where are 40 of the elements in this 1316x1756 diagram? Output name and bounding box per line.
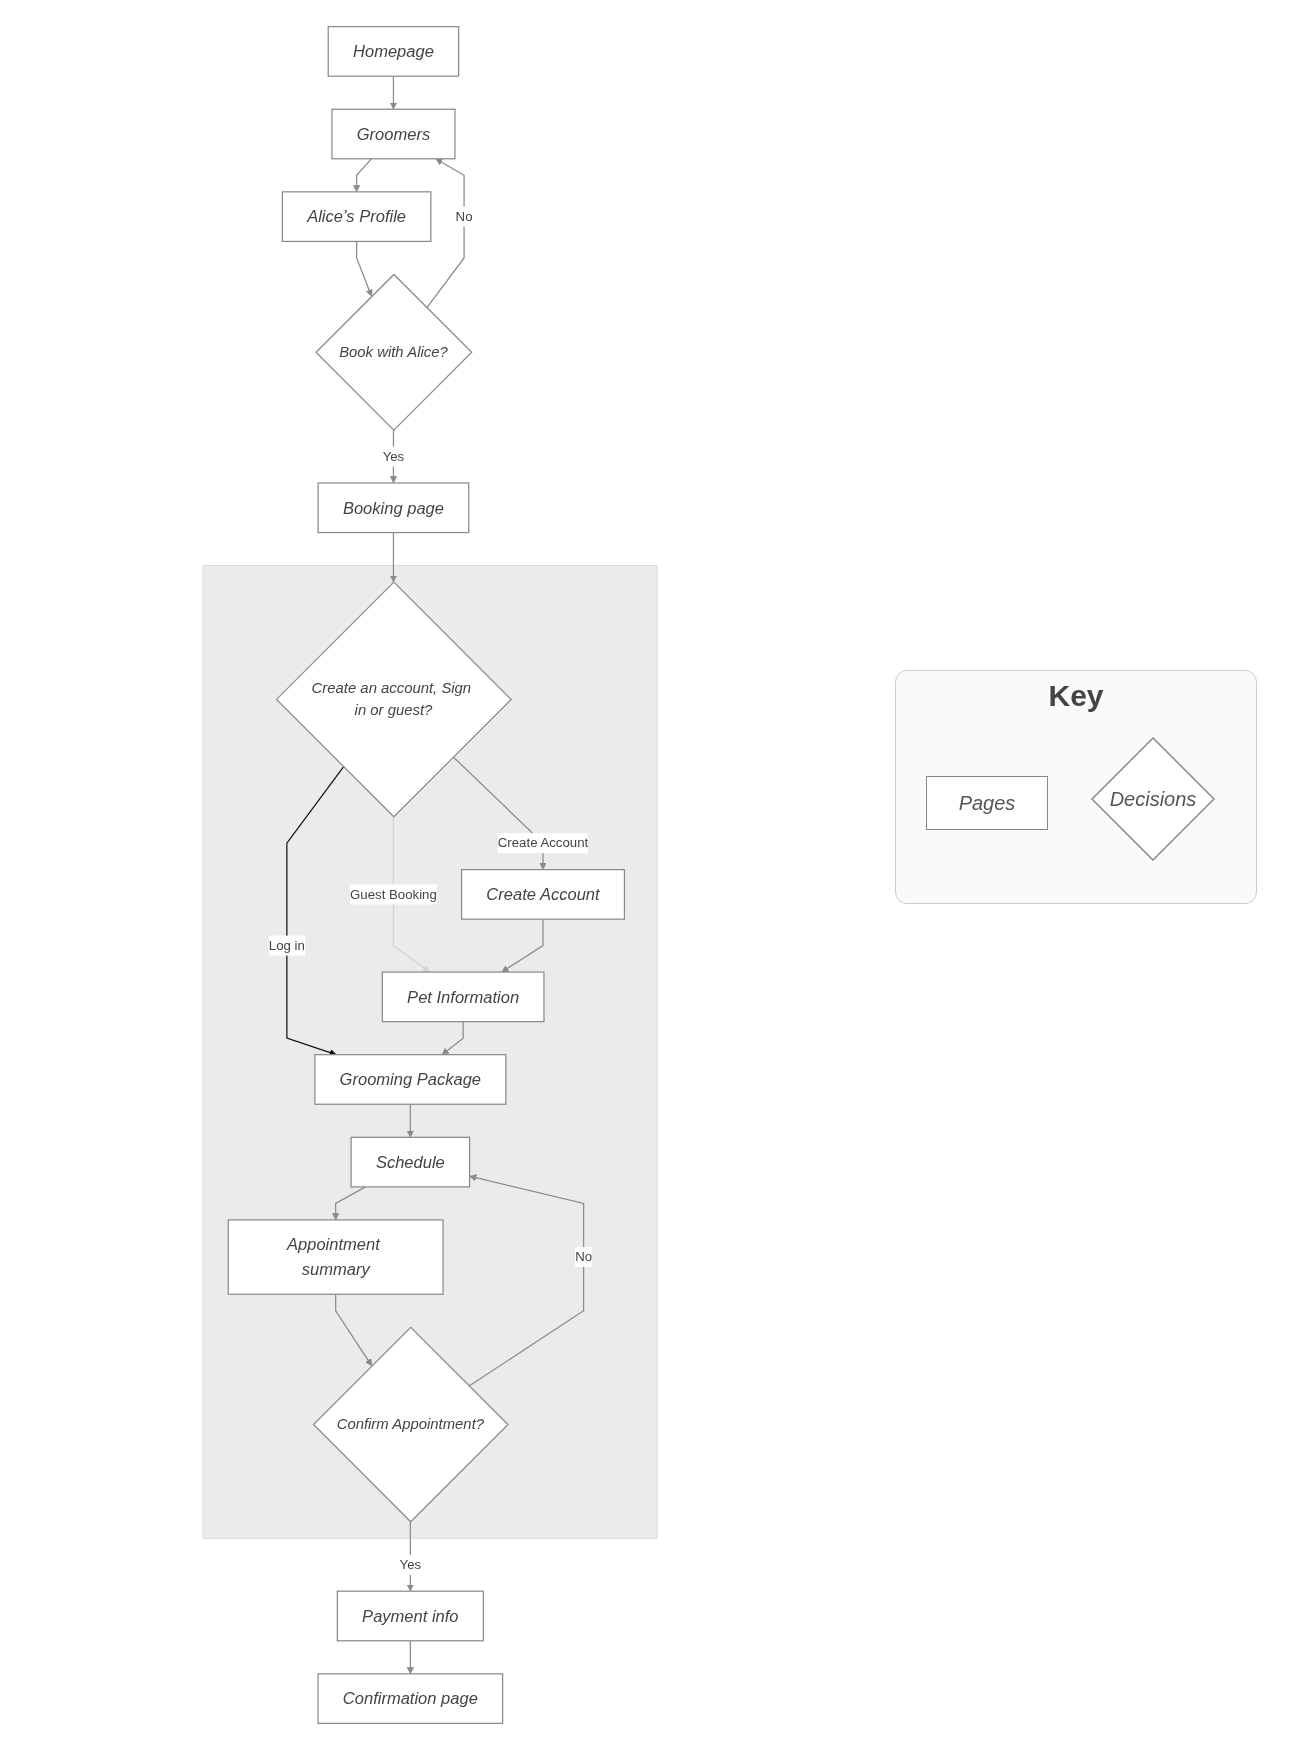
edge-label: Log in	[268, 938, 305, 953]
node-diamond: Book with Alice?	[315, 273, 473, 431]
arrow	[406, 1640, 414, 1675]
legend-title: Key	[1047, 679, 1105, 713]
edge-label: Guest Booking	[350, 886, 437, 902]
node-box: Confirmation page	[317, 1673, 504, 1724]
arrow	[468, 1174, 585, 1387]
arrow	[389, 531, 398, 583]
node-box: Booking page	[317, 482, 470, 534]
node-box: Create Account	[460, 869, 626, 920]
arrow	[392, 816, 430, 973]
node-box: Payment info	[336, 1590, 484, 1642]
node-diamond: Create an account, Sign in or guest?	[275, 581, 513, 818]
node-box: Homepage	[327, 26, 460, 77]
arrow	[406, 1521, 414, 1592]
arrow	[426, 158, 465, 309]
cluster	[202, 565, 658, 1539]
edge-label: Yes	[399, 1557, 422, 1572]
arrow	[389, 429, 398, 484]
node-box: Pet Information	[381, 971, 545, 1023]
arrow	[441, 1021, 464, 1055]
legend-label: Decisions	[1109, 787, 1197, 811]
arrow	[332, 1186, 367, 1221]
edge-label: Create Account	[497, 835, 589, 850]
node-box: Appointment summary	[227, 1219, 444, 1295]
arrow	[389, 75, 398, 110]
node-box: Alice’s Profile	[281, 191, 432, 243]
node-box: Groomers	[331, 108, 456, 160]
node-box: Grooming Package	[314, 1054, 507, 1105]
node-diamond: Confirm Appointment?	[312, 1326, 509, 1523]
node-box: Schedule	[350, 1136, 471, 1188]
arrow	[501, 918, 544, 973]
arrow	[353, 158, 372, 193]
arrow	[406, 1103, 414, 1138]
arrow	[356, 240, 373, 297]
edge-label: No	[575, 1249, 593, 1264]
arrow	[335, 1293, 373, 1367]
edge-label: No	[455, 209, 473, 224]
edge-label: Yes	[382, 449, 405, 464]
legend-page-sample: Pages	[926, 776, 1048, 830]
